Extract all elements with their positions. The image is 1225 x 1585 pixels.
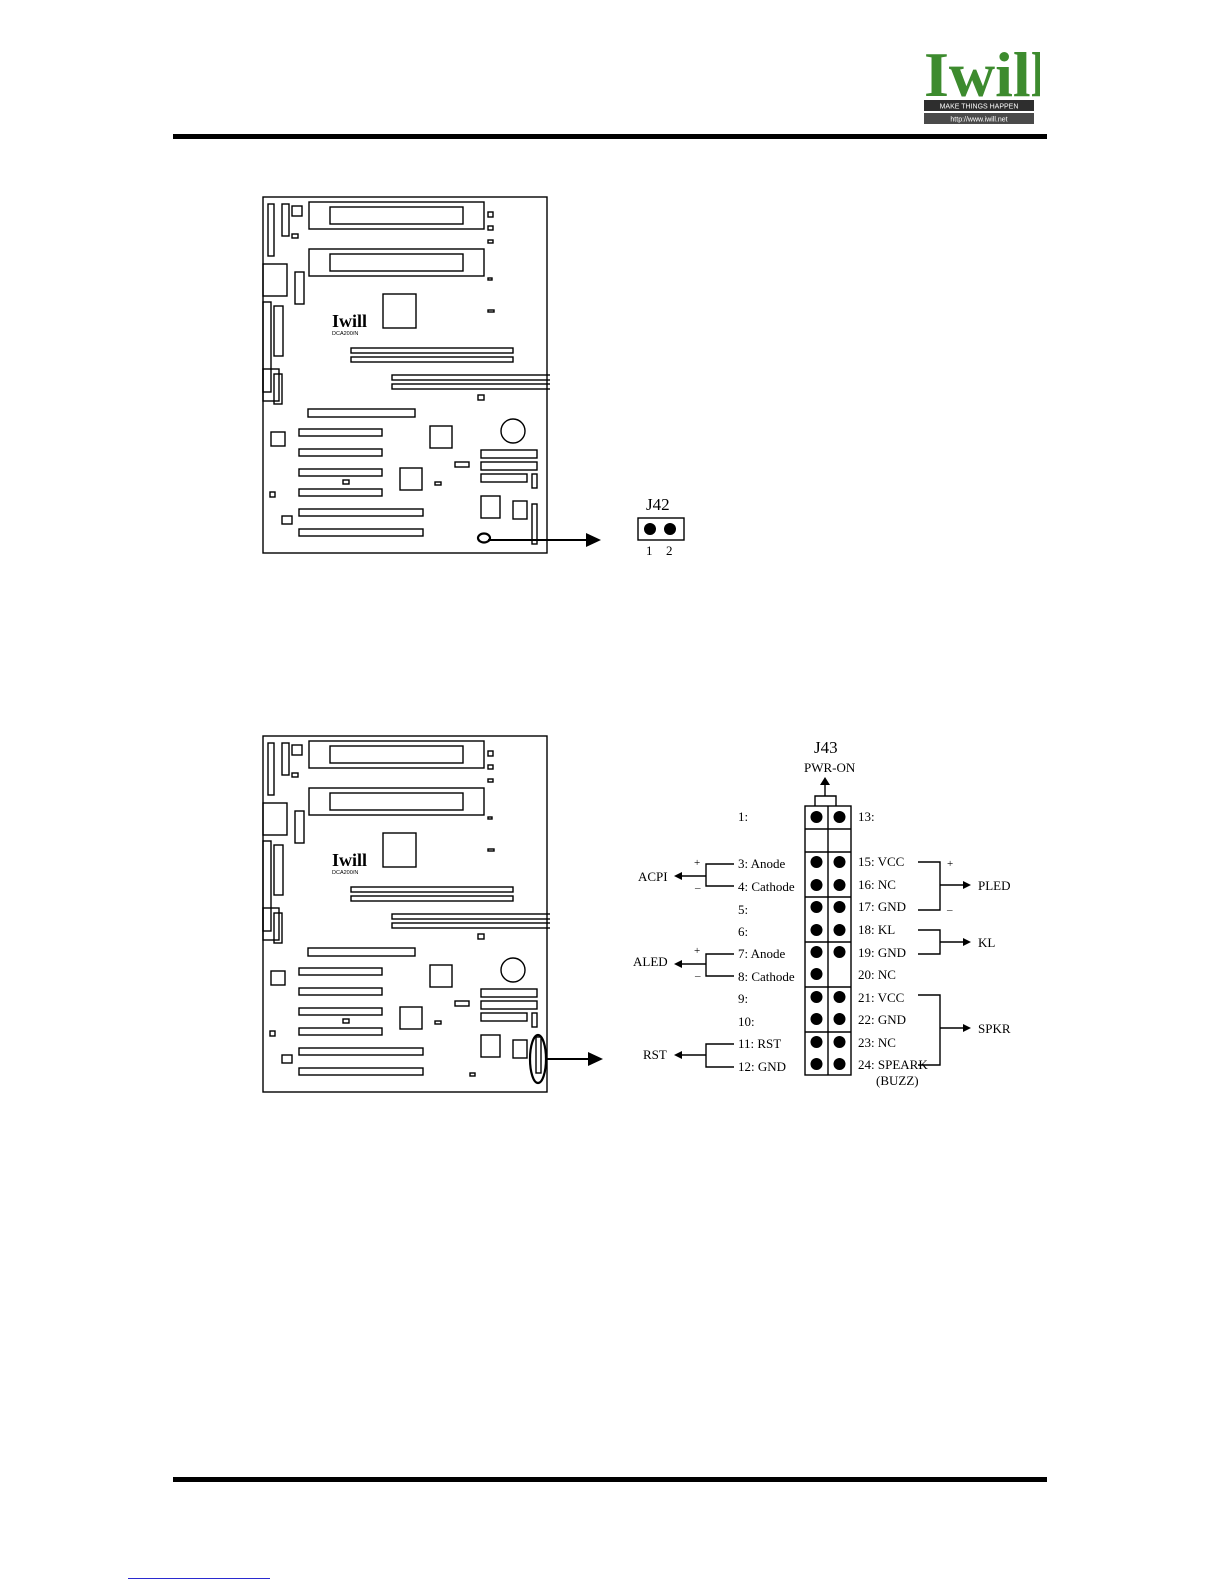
j43-pin-label-13: 13: xyxy=(858,809,875,825)
j43-pin-label-5: 5: xyxy=(738,902,748,918)
motherboard-diagram-bottom: Iwill DCA200/N xyxy=(260,733,550,1095)
j43-pin-label-11: 11: RST xyxy=(738,1036,781,1052)
j43-pin-label-21: 21: VCC xyxy=(858,990,904,1006)
j43-pin-label-17: 17: GND xyxy=(858,899,906,915)
motherboard-diagram-top: Iwill DCA200/N xyxy=(260,194,550,556)
j43-pin-3 xyxy=(811,856,823,868)
board-logo: Iwill xyxy=(332,850,367,870)
j42-pin-2-label: 2 xyxy=(666,543,673,559)
acpi-minus-sign: _ xyxy=(695,878,701,890)
pled-plus-sign: + xyxy=(947,858,953,870)
j43-pin-9 xyxy=(811,991,823,1003)
j42-header xyxy=(637,517,685,541)
j43-pin-11 xyxy=(811,1036,823,1048)
j43-pin-19 xyxy=(834,946,846,958)
spkr-label: SPKR xyxy=(978,1021,1011,1037)
j43-pin-7 xyxy=(811,946,823,958)
footer-link-underline xyxy=(128,1578,270,1579)
j43-pin-label-12: 12: GND xyxy=(738,1059,786,1075)
j43-pin-16 xyxy=(834,879,846,891)
logo-wordmark: Iwill xyxy=(924,39,1040,110)
logo-url: http://www.iwill.net xyxy=(950,117,1007,124)
j43-pin-label-4: 4: Cathode xyxy=(738,879,795,895)
footer-rule xyxy=(173,1477,1047,1482)
j43-pin-10 xyxy=(811,1013,823,1025)
j43-pin-4 xyxy=(811,879,823,891)
j43-pin-label-3: 3: Anode xyxy=(738,856,785,872)
pled-minus-sign: _ xyxy=(947,900,953,912)
j43-pin-label-7: 7: Anode xyxy=(738,946,785,962)
header-rule xyxy=(173,134,1047,139)
j43-pin-12 xyxy=(811,1058,823,1070)
j43-pin-label-18: 18: KL xyxy=(858,922,895,938)
j42-pin-1 xyxy=(644,523,656,535)
j43-pin-label-6: 6: xyxy=(738,924,748,940)
j43-pin-15 xyxy=(834,856,846,868)
j42-pin-1-label: 1 xyxy=(646,543,653,559)
j42-pin-2 xyxy=(664,523,676,535)
j43-pin-8 xyxy=(811,968,823,980)
pled-label: PLED xyxy=(978,878,1011,894)
j43-pin-22 xyxy=(834,1013,846,1025)
j43-pin-23 xyxy=(834,1036,846,1048)
rst-label: RST xyxy=(643,1047,667,1063)
j43-pin-6 xyxy=(811,924,823,936)
iwill-logo: Iwill MAKE THINGS HAPPEN http://www.iwil… xyxy=(922,38,1040,128)
j43-pin-label-1: 1: xyxy=(738,809,748,825)
acpi-plus-sign: + xyxy=(694,857,700,869)
j43-pin-label-23: 23: NC xyxy=(858,1035,896,1051)
j43-pin-label-8: 8: Cathode xyxy=(738,969,795,985)
j43-pin-label-19: 19: GND xyxy=(858,945,906,961)
j43-pin-1 xyxy=(811,811,823,823)
j43-label: J43 xyxy=(814,738,838,758)
j43-header xyxy=(612,774,1032,1086)
j43-pin-13 xyxy=(834,811,846,823)
logo-tagline: MAKE THINGS HAPPEN xyxy=(940,104,1019,111)
kl-label: KL xyxy=(978,935,995,951)
aled-plus-sign: + xyxy=(694,945,700,957)
j43-pin-5 xyxy=(811,901,823,913)
j42-label: J42 xyxy=(646,495,670,515)
j43-pin-18 xyxy=(834,924,846,936)
board-model: DCA200/N xyxy=(332,331,358,337)
j42-pointer-arrow xyxy=(488,532,608,548)
j43-pin-label-20: 20: NC xyxy=(858,967,896,983)
j43-pin-label-22: 22: GND xyxy=(858,1012,906,1028)
j43-pin-label-24: 24: SPEARK xyxy=(858,1057,928,1073)
aled-minus-sign: _ xyxy=(695,966,701,978)
acpi-label: ACPI xyxy=(638,869,668,885)
j43-pin-17 xyxy=(834,901,846,913)
j43-pin-21 xyxy=(834,991,846,1003)
j43-pin-label-9: 9: xyxy=(738,991,748,1007)
j43-pin-24 xyxy=(834,1058,846,1070)
j43-buzz-label: (BUZZ) xyxy=(876,1073,919,1089)
iwill-logo-graphic: Iwill MAKE THINGS HAPPEN http://www.iwil… xyxy=(922,38,1040,128)
j43-pin-label-16: 16: NC xyxy=(858,877,896,893)
board-model: DCA200/N xyxy=(332,870,358,876)
j43-pin-label-10: 10: xyxy=(738,1014,755,1030)
board-logo: Iwill xyxy=(332,311,367,331)
j43-pointer-arrow xyxy=(546,1051,608,1067)
j43-pin-label-15: 15: VCC xyxy=(858,854,904,870)
aled-label: ALED xyxy=(633,954,668,970)
